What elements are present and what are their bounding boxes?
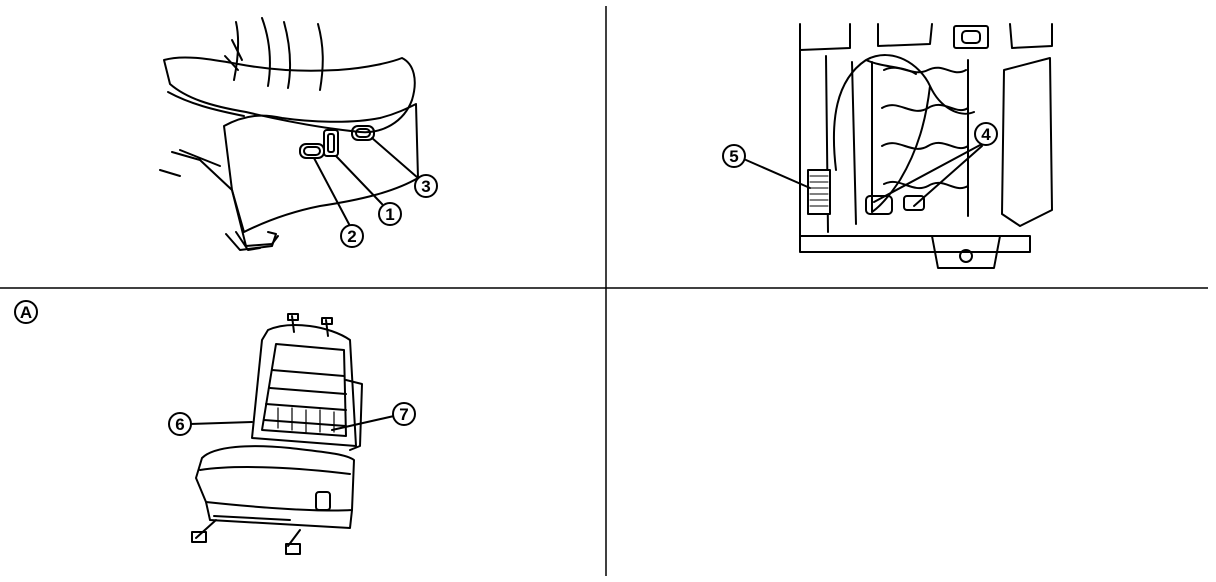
leader-line-7: [331, 415, 395, 431]
seat-back-top: [224, 39, 243, 71]
side-bolster: [345, 379, 363, 451]
callout-6: 6: [168, 412, 192, 436]
clip-connector: [903, 195, 925, 211]
seat-back-outline: [233, 17, 324, 91]
cushion-top-seam: [199, 466, 351, 475]
side-trim-panel: [223, 103, 419, 233]
callout-5-label: 5: [729, 147, 738, 166]
callout-2: 2: [340, 224, 364, 248]
leader-line-5: [745, 159, 811, 189]
panel-top-left: [159, 17, 419, 251]
view-a-label: A: [14, 300, 38, 324]
frame-bottom-lug: [931, 235, 1001, 269]
recline-switch: [323, 129, 339, 157]
front-foot-right: [285, 543, 301, 555]
motor-block: [807, 169, 831, 215]
seat-slide-rail: [159, 149, 279, 251]
view-a-letter: A: [20, 303, 32, 322]
leader-line-4: [873, 143, 983, 203]
panel-top-right: [745, 23, 1053, 269]
callout-7: 7: [392, 402, 416, 426]
callout-1-label: 1: [385, 205, 394, 224]
slide-switch: [299, 143, 325, 159]
seat-base: [205, 501, 353, 529]
leader-line-2: [313, 157, 351, 227]
callout-3: 3: [414, 174, 438, 198]
headrest-post-cap-right: [321, 317, 333, 325]
seat-side-switch: [315, 491, 331, 511]
front-foot-left: [191, 531, 207, 543]
seatback-frame: [799, 23, 1053, 51]
wire-harness: [832, 54, 975, 213]
panel-grid: [0, 6, 1208, 576]
seat-spring: [881, 66, 969, 189]
slide-switch-inner: [303, 146, 321, 156]
harness-connector: [865, 195, 893, 215]
lumbar-switch: [351, 125, 375, 141]
lumbar-grid: [277, 407, 335, 433]
callout-3-label: 3: [421, 177, 430, 196]
panel-bottom-left: [189, 313, 395, 555]
spring-rods: [871, 59, 969, 217]
headrest-posts: [291, 315, 329, 337]
leader-line-1: [335, 155, 383, 205]
callout-4-label: 4: [981, 125, 991, 144]
callout-2-label: 2: [347, 227, 356, 246]
callout-1: 1: [378, 202, 402, 226]
callout-5: 5: [722, 144, 746, 168]
callouts-bottom-left: 6 7: [168, 402, 416, 436]
cushion-seam: [167, 91, 245, 117]
callouts-top-left: 1 2 3: [340, 174, 438, 248]
motor-block-hatch: [809, 175, 829, 207]
leader-line-6: [189, 421, 253, 425]
frame-bracket-inner: [961, 30, 981, 44]
lumbar-switch-inner: [355, 128, 371, 138]
seatback-crossbars: [263, 369, 347, 427]
frame-side-right: [1001, 57, 1053, 227]
seat-cushion: [163, 56, 416, 134]
bolt-head: [959, 249, 973, 263]
leader-line-4b: [913, 145, 983, 207]
callout-4: 4: [974, 122, 998, 146]
frame-bracket: [953, 25, 989, 49]
frame-bottom-rail: [799, 235, 1031, 253]
callouts-top-right: 4 5: [722, 122, 998, 168]
seatback-inner-frame: [261, 343, 347, 437]
callout-7-label: 7: [399, 405, 408, 424]
rail-foot: [225, 231, 277, 251]
seat-cushion-lower: [195, 445, 355, 512]
headrest-post-cap-left: [287, 313, 299, 321]
seatback-frame-outline: [251, 324, 357, 447]
recline-switch-inner: [327, 133, 335, 153]
leader-line-3: [371, 137, 419, 179]
callout-6-label: 6: [175, 415, 184, 434]
